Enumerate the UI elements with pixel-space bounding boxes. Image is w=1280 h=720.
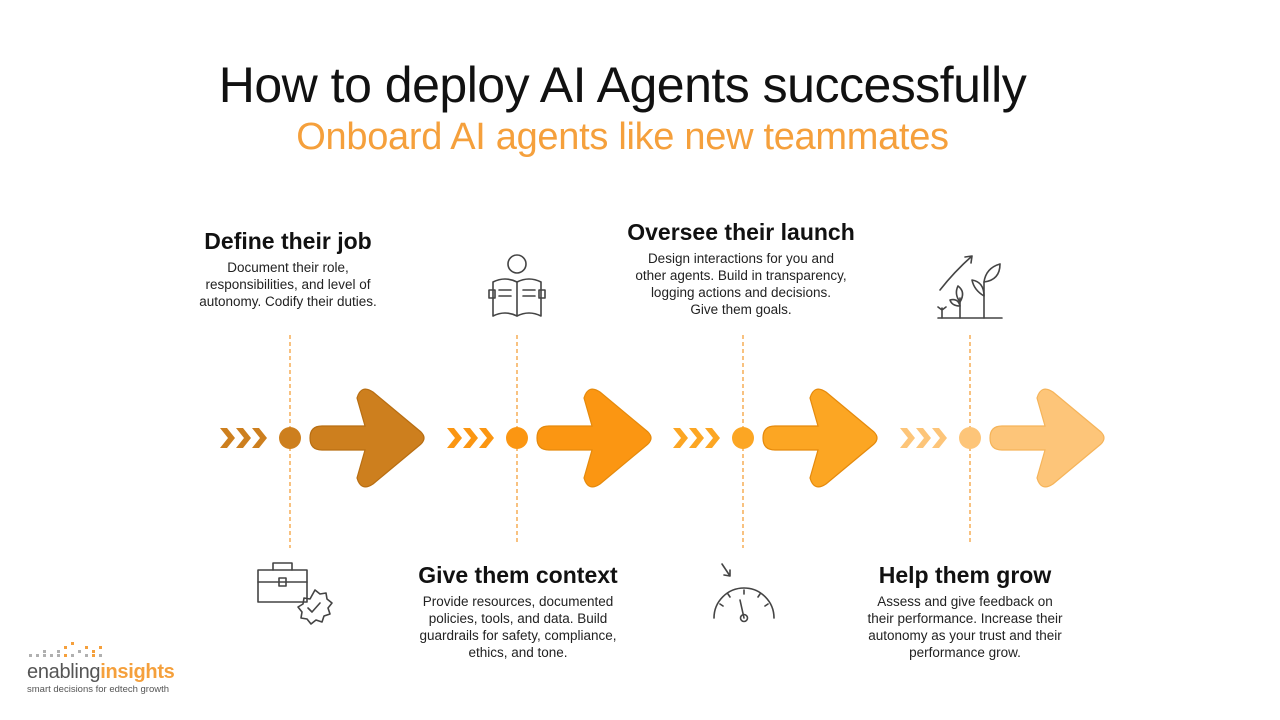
chevron-arrow-icon bbox=[705, 428, 720, 448]
step-define-job: Define their job Document their role,res… bbox=[148, 228, 428, 310]
progress-arrow bbox=[762, 388, 878, 488]
progress-arrow bbox=[536, 388, 652, 488]
chevron-arrow-icon bbox=[447, 428, 462, 448]
step-description: Document their role,responsibilities, an… bbox=[199, 260, 377, 309]
page-title: How to deploy AI Agents successfully bbox=[218, 57, 1027, 113]
chevron-arrow-icon bbox=[252, 428, 267, 448]
step-give-context: Give them context Provide resources, doc… bbox=[378, 562, 658, 661]
step-title: Help them grow bbox=[878, 562, 1052, 588]
chevron-arrow-icon bbox=[900, 428, 915, 448]
chevron-arrow-icon bbox=[916, 428, 931, 448]
progress-arrow bbox=[309, 388, 425, 488]
chevron-arrow-icon bbox=[463, 428, 478, 448]
growing-plants-icon bbox=[937, 255, 1003, 319]
milestone-dot bbox=[959, 427, 981, 449]
briefcase-check-icon bbox=[257, 562, 333, 625]
step-help-grow: Help them grow Assess and give feedback … bbox=[825, 562, 1105, 661]
step-title: Define their job bbox=[204, 228, 372, 254]
step-oversee-launch: Oversee their launch Design interactions… bbox=[601, 219, 881, 318]
page-subtitle: Onboard AI agents like new teammates bbox=[296, 116, 949, 158]
milestone-dot bbox=[506, 427, 528, 449]
progress-arrow bbox=[989, 388, 1105, 488]
chevron-arrow-icon bbox=[479, 428, 494, 448]
chevron-arrow-icon bbox=[236, 428, 251, 448]
step-title: Oversee their launch bbox=[627, 219, 855, 245]
logo-dots-icon bbox=[29, 642, 102, 657]
chevron-arrow-icon bbox=[220, 428, 235, 448]
chevron-arrow-icon bbox=[932, 428, 947, 448]
milestone-dot bbox=[732, 427, 754, 449]
chevron-arrow-icon bbox=[673, 428, 688, 448]
enabling-insights-logo: enablinginsights smart decisions for edt… bbox=[27, 640, 175, 695]
logo-tagline: smart decisions for edtech growth bbox=[27, 684, 170, 695]
chevron-arrow-icon bbox=[689, 428, 704, 448]
step-title: Give them context bbox=[418, 562, 618, 588]
speedometer-icon bbox=[713, 563, 775, 623]
milestone-dot bbox=[279, 427, 301, 449]
logo-wordmark: enablinginsights bbox=[27, 661, 175, 683]
reading-person-icon bbox=[488, 254, 546, 317]
